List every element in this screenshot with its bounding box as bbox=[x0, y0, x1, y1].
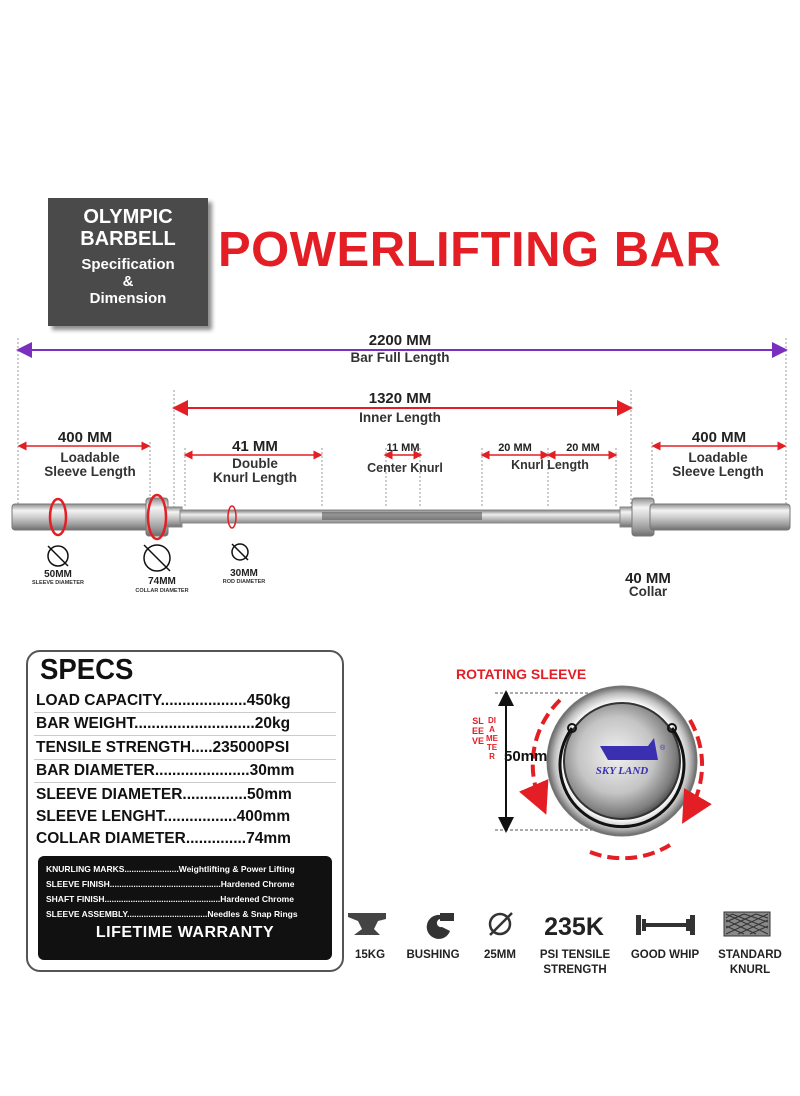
knurl-b-value: 20 MM bbox=[566, 442, 600, 454]
collar-label: Collar bbox=[628, 584, 668, 599]
full-length-label: Bar Full Length bbox=[350, 350, 450, 365]
diameter-vertical-label: DIAMETER bbox=[486, 716, 498, 761]
spec-row: BAR DIAMETER......................30mm bbox=[34, 760, 336, 783]
title-olympic: OLYMPIC bbox=[83, 206, 173, 228]
spec-row: SLEEVE LENGHT.................400mm bbox=[34, 806, 336, 829]
page-title: POWERLIFTING BAR bbox=[218, 223, 722, 277]
right-sleeve-value: 400 MM bbox=[691, 429, 747, 446]
collar-diameter-value: 74MM bbox=[148, 576, 176, 587]
detail-row: KNURLING MARKS.......................Wei… bbox=[46, 864, 295, 874]
spec-row: TENSILE STRENGTH.....235000PSI bbox=[34, 737, 336, 760]
spec-row: BAR WEIGHT............................20… bbox=[34, 713, 336, 736]
feature-label: 25MM bbox=[484, 949, 516, 961]
detail-row: SLEEVE ASSEMBLY.........................… bbox=[46, 909, 298, 919]
title-specification: Specification bbox=[81, 256, 175, 273]
sleeve-vertical-label: SLEEVE bbox=[471, 716, 484, 746]
inner-length-label: Inner Length bbox=[359, 410, 441, 425]
barbell-shape bbox=[11, 497, 791, 537]
barbell-icon bbox=[636, 915, 695, 935]
feature-label-2: STRENGTH bbox=[543, 964, 607, 976]
sleeve-end-diagram: SKY LAND ® bbox=[495, 685, 712, 860]
feature-label: STANDARD bbox=[718, 949, 782, 961]
rotating-sleeve-title: ROTATING SLEEVE bbox=[456, 666, 587, 682]
specs-title: SPECS bbox=[40, 654, 134, 686]
detail-row: SLEEVE FINISH...........................… bbox=[46, 879, 295, 889]
title-ampersand: & bbox=[122, 273, 134, 290]
title-barbell: BARBELL bbox=[80, 228, 176, 250]
rod-diameter-caption: ROD DIAMETER bbox=[222, 579, 266, 585]
spec-row: SLEEVE DIAMETER...............50mm bbox=[34, 784, 336, 807]
center-knurl-value: 11 MM bbox=[386, 442, 420, 454]
inner-length-value: 1320 MM bbox=[368, 390, 432, 407]
right-sleeve-label1: Loadable bbox=[688, 450, 748, 465]
anvil-icon bbox=[348, 913, 386, 935]
feature-label-2: KNURL bbox=[729, 964, 771, 976]
feature-label: GOOD WHIP bbox=[630, 949, 700, 961]
lifetime-warranty: LIFETIME WARRANTY bbox=[95, 924, 275, 941]
sleeve-diameter-caption: SLEEVE DIAMETER bbox=[32, 580, 84, 586]
left-sleeve-label2: Sleeve Length bbox=[44, 464, 136, 479]
knurl-a-value: 20 MM bbox=[498, 442, 532, 454]
feature-label: 15KG bbox=[354, 949, 386, 961]
knurl-icon bbox=[723, 911, 771, 937]
collar-diameter-caption: COLLAR DIAMETER bbox=[135, 588, 189, 594]
sleeve-size-value: 50mm bbox=[504, 748, 548, 765]
left-sleeve-value: 400 MM bbox=[57, 429, 113, 446]
double-knurl-label2: Knurl Length bbox=[213, 470, 297, 485]
rod-diameter-value: 30MM bbox=[230, 568, 258, 579]
title-dimension: Dimension bbox=[89, 290, 167, 307]
brand-registered-mark: ® bbox=[660, 744, 666, 752]
barbell-diagram bbox=[11, 338, 791, 572]
bushing-icon bbox=[426, 913, 454, 939]
spec-row: LOAD CAPACITY....................450kg bbox=[34, 690, 336, 713]
tensile-text-icon: 235K bbox=[544, 913, 604, 941]
center-knurl-label: Center Knurl bbox=[367, 461, 443, 475]
spec-details-box: KNURLING MARKS.......................Wei… bbox=[38, 856, 332, 960]
spec-title-box: OLYMPIC BARBELL Specification & Dimensio… bbox=[48, 198, 208, 326]
double-knurl-label1: Double bbox=[232, 456, 278, 471]
feature-label: BUSHING bbox=[406, 949, 460, 961]
double-knurl-value: 41 MM bbox=[232, 438, 278, 455]
diameter-icon bbox=[488, 912, 513, 936]
brand-logo-text: SKY LAND bbox=[596, 765, 649, 777]
right-sleeve-label2: Sleeve Length bbox=[672, 464, 764, 479]
spec-row: COLLAR DIAMETER..............74mm bbox=[34, 828, 336, 850]
feature-icons: 235K bbox=[348, 911, 771, 941]
specs-panel: SPECS LOAD CAPACITY....................4… bbox=[26, 650, 344, 972]
full-length-value: 2200 MM bbox=[368, 332, 432, 349]
collar-value: 40 MM bbox=[625, 570, 671, 587]
feature-label: PSI TENSILE bbox=[539, 949, 611, 961]
sleeve-diameter-value: 50MM bbox=[44, 569, 72, 580]
left-sleeve-label1: Loadable bbox=[60, 450, 120, 465]
knurl-length-label: Knurl Length bbox=[511, 458, 589, 472]
detail-row: SHAFT FINISH............................… bbox=[46, 894, 294, 904]
